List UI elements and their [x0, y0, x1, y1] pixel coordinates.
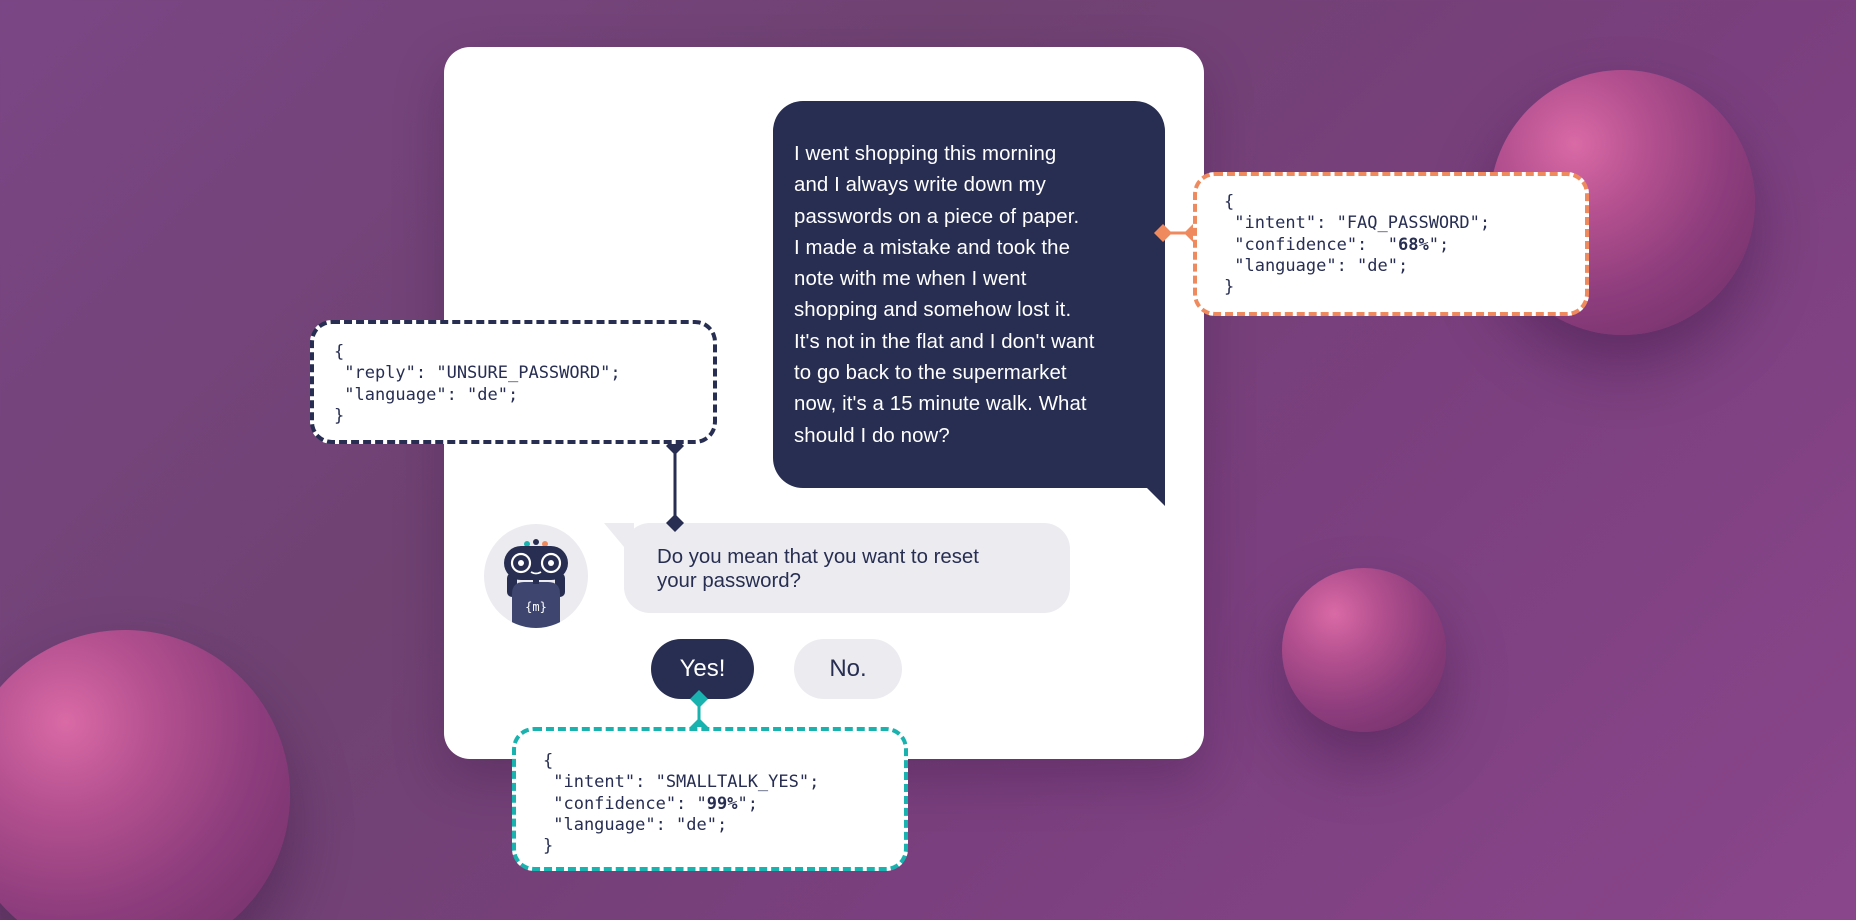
robot-icon: {m}: [504, 539, 568, 628]
json-open-brace: {: [543, 751, 554, 771]
json-close-brace: }: [334, 405, 345, 426]
json-reply-line: "reply": "UNSURE_PASSWORD";: [334, 363, 621, 384]
json-confidence-prefix: "confidence": ": [1224, 234, 1398, 255]
bot-message-text: Do you mean that you want to reset your …: [657, 546, 979, 592]
user-message-text: I went shopping this morning and I alway…: [794, 143, 1095, 447]
json-language-line: "language": "de";: [1224, 255, 1409, 276]
bot-avatar-badge: {m}: [525, 600, 547, 614]
faq-intent-json-box: { "intent": "FAQ_PASSWORD"; "confidence"…: [1193, 172, 1589, 316]
yes-button[interactable]: Yes!: [651, 639, 754, 699]
decorative-sphere-right-middle: [1282, 568, 1446, 732]
json-confidence-suffix: ";: [1428, 234, 1450, 255]
json-confidence-prefix: "confidence": ": [543, 793, 707, 814]
json-intent-line: "intent": "FAQ_PASSWORD";: [1224, 213, 1491, 234]
json-open-brace: {: [334, 342, 345, 362]
json-confidence-suffix: ";: [737, 793, 758, 814]
json-language-line: "language": "de";: [334, 384, 519, 405]
json-close-brace: }: [543, 836, 554, 857]
decorative-sphere-left: [0, 630, 290, 920]
no-button[interactable]: No.: [794, 639, 902, 699]
yes-intent-json-box: { "intent": "SMALLTALK_YES"; "confidence…: [512, 727, 908, 871]
json-close-brace: }: [1224, 277, 1235, 298]
json-confidence-value: 99%: [706, 793, 738, 814]
json-confidence-value: 68%: [1398, 234, 1429, 255]
json-intent-line: "intent": "SMALLTALK_YES";: [543, 772, 820, 793]
json-open-brace: {: [1224, 192, 1235, 212]
bot-reply-json-box: { "reply": "UNSURE_PASSWORD"; "language"…: [310, 320, 717, 444]
json-language-line: "language": "de";: [543, 814, 728, 835]
user-message-bubble: I went shopping this morning and I alway…: [773, 101, 1165, 488]
bot-message-bubble: Do you mean that you want to reset your …: [624, 523, 1070, 613]
bot-avatar: {m}: [484, 524, 588, 628]
